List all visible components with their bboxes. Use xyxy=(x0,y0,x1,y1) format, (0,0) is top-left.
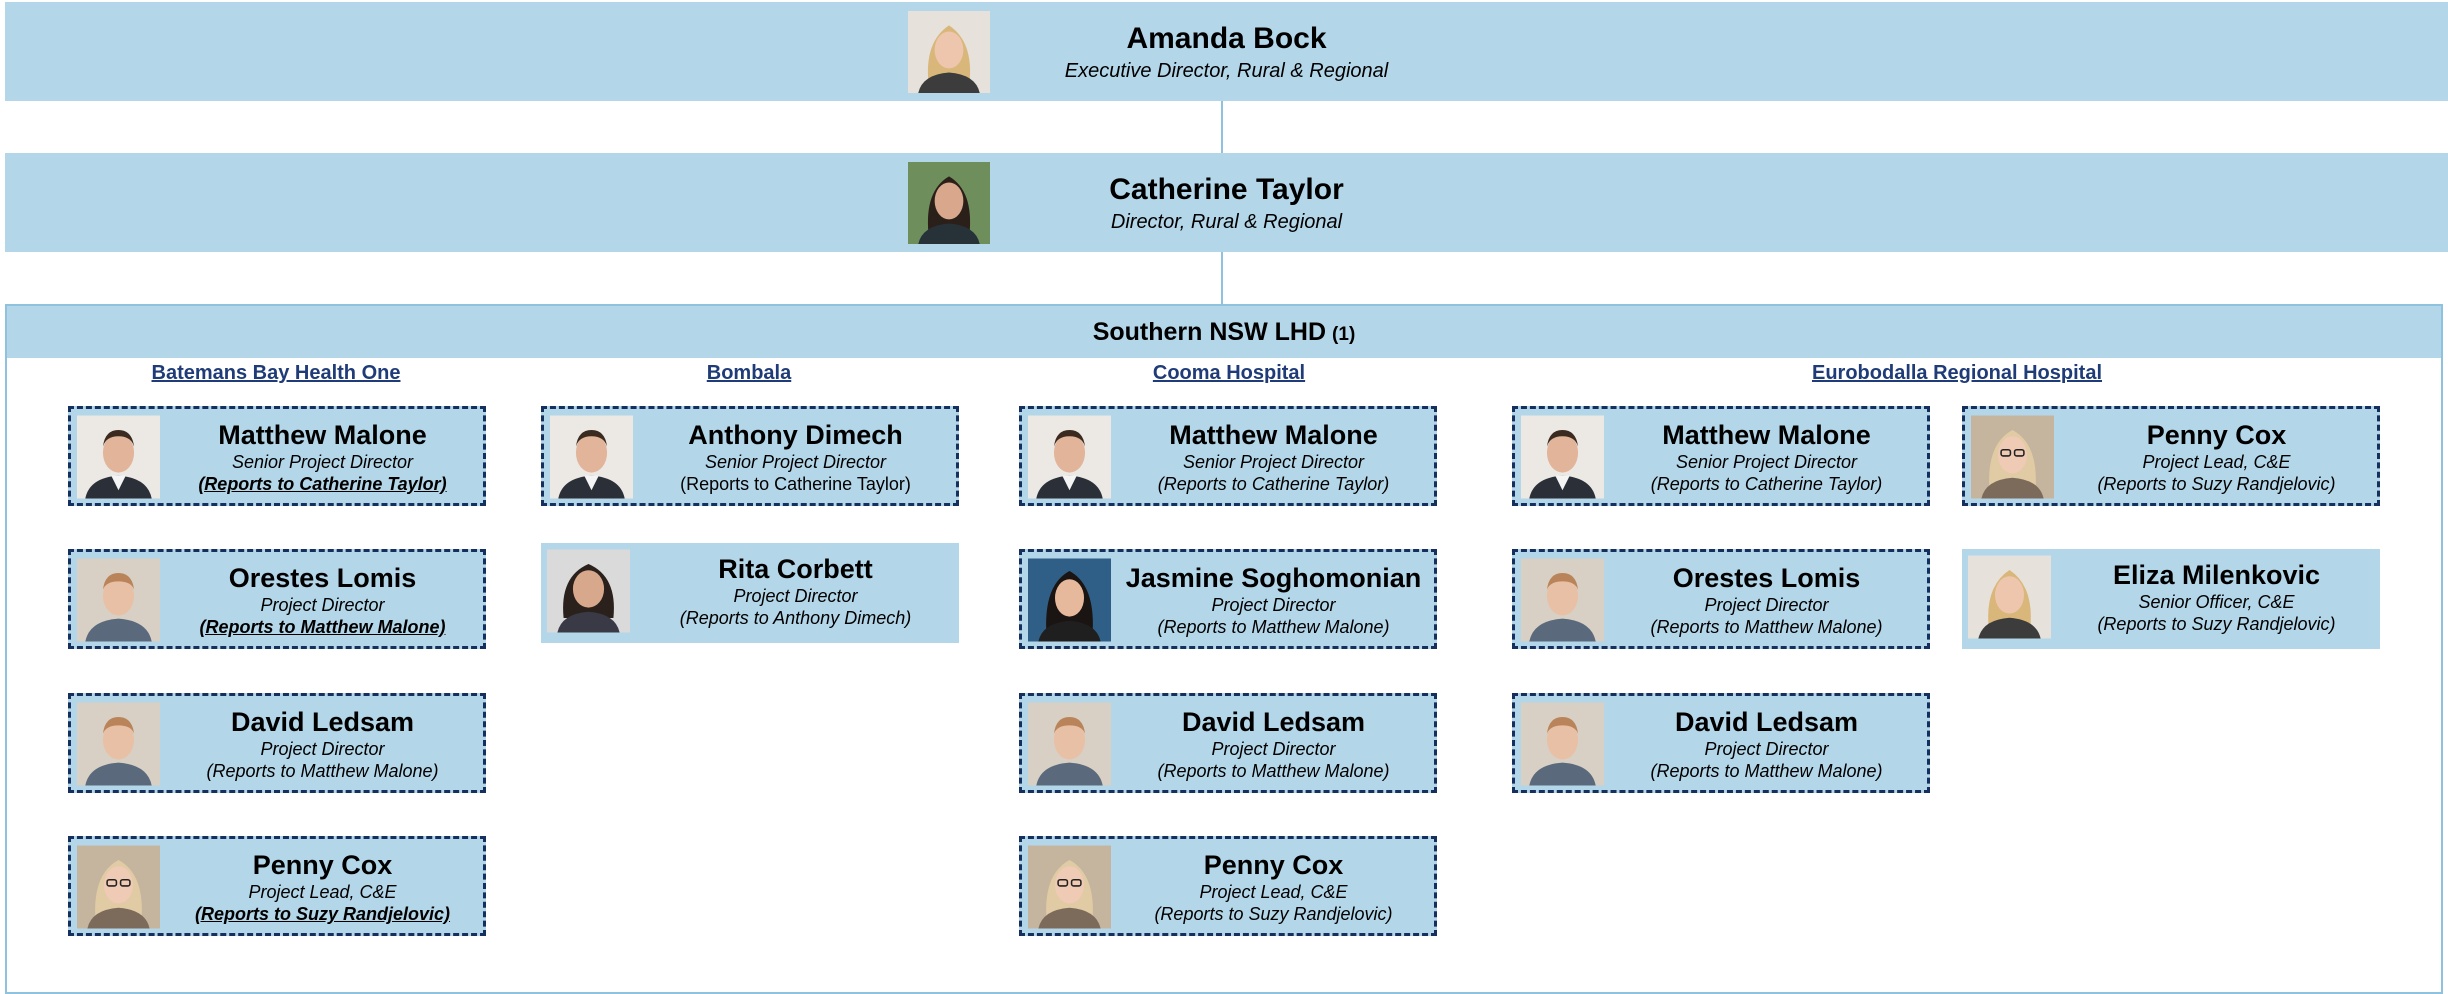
person-name: Penny Cox xyxy=(1203,850,1344,880)
portrait-photo xyxy=(1028,558,1111,642)
portrait-photo xyxy=(77,845,160,929)
column-title-bombala[interactable]: Bombala xyxy=(706,362,792,384)
person-title: Project Director xyxy=(1211,739,1336,759)
portrait-photo xyxy=(77,702,160,786)
person-name: Amanda Bock xyxy=(1126,22,1327,55)
person-title: Project Director xyxy=(1211,595,1336,615)
person-name: Penny Cox xyxy=(2146,420,2287,450)
executive-director-band: Amanda Bock Executive Director, Rural & … xyxy=(5,2,2448,101)
person-title: Project Director xyxy=(1704,595,1829,615)
column-title-batemans-bay[interactable]: Batemans Bay Health One xyxy=(151,362,401,384)
portrait-photo xyxy=(1521,415,1604,499)
person-title: Project Lead, C&E xyxy=(1199,882,1348,902)
reports-to: (Reports to Catherine Taylor) xyxy=(1157,474,1390,494)
person-name: Anthony Dimech xyxy=(688,420,903,450)
person-title: Senior Project Director xyxy=(231,452,414,472)
person-name: Rita Corbett xyxy=(718,554,873,584)
connector-line xyxy=(1221,252,1223,304)
reports-to: (Reports to Suzy Randjelovic) xyxy=(2097,614,2336,634)
person-name: Eliza Milenkovic xyxy=(2112,560,2321,590)
person-title: Senior Project Director xyxy=(1182,452,1365,472)
portrait-photo xyxy=(547,549,630,633)
column-title-eurobodalla[interactable]: Eurobodalla Regional Hospital xyxy=(1811,362,2103,384)
person-title: Project Director xyxy=(260,595,385,615)
reports-to: (Reports to Matthew Malone) xyxy=(1157,617,1390,637)
reports-to: (Reports to Suzy Randjelovic) xyxy=(2097,474,2336,494)
person-title: Project Director xyxy=(1704,739,1829,759)
person-title: Senior Project Director xyxy=(704,452,887,472)
person-name: Orestes Lomis xyxy=(228,563,417,593)
region-southern-nsw-lhd: Southern NSW LHD(1) Batemans Bay Health … xyxy=(5,304,2443,994)
person-title: Project Lead, C&E xyxy=(2142,452,2291,472)
person-name: Penny Cox xyxy=(252,850,393,880)
reports-to: (Reports to Suzy Randjelovic) xyxy=(1154,904,1393,924)
portrait-photo xyxy=(1028,415,1111,499)
portrait-photo xyxy=(1028,845,1111,929)
reports-to: (Reports to Matthew Malone) xyxy=(199,617,446,637)
person-name: Jasmine Soghomonian xyxy=(1125,563,1422,593)
reports-to: (Reports to Matthew Malone) xyxy=(1650,761,1883,781)
region-name: Southern NSW LHD xyxy=(1092,318,1327,346)
reports-to: (Reports to Matthew Malone) xyxy=(1157,761,1390,781)
reports-to: (Reports to Matthew Malone) xyxy=(206,761,439,781)
person-title: Senior Project Director xyxy=(1675,452,1858,472)
reports-to: (Reports to Catherine Taylor) xyxy=(1650,474,1883,494)
person-name: David Ledsam xyxy=(1181,707,1366,737)
portrait-photo xyxy=(1521,702,1604,786)
reports-to: (Reports to Catherine Taylor) xyxy=(198,474,447,494)
connector-line xyxy=(1221,101,1223,153)
reports-to: (Reports to Anthony Dimech) xyxy=(679,608,912,628)
portrait-photo xyxy=(77,415,160,499)
person-name: Matthew Malone xyxy=(1662,420,1871,450)
portrait-photo xyxy=(1028,702,1111,786)
person-name: David Ledsam xyxy=(230,707,415,737)
person-name: Matthew Malone xyxy=(1169,420,1378,450)
reports-to: (Reports to Matthew Malone) xyxy=(1650,617,1883,637)
person-name: Orestes Lomis xyxy=(1672,563,1861,593)
person-name: Matthew Malone xyxy=(218,420,427,450)
person-title: Director, Rural & Regional xyxy=(1110,211,1343,233)
person-name: David Ledsam xyxy=(1674,707,1859,737)
director-band: Catherine Taylor Director, Rural & Regio… xyxy=(5,153,2448,252)
reports-to: (Reports to Catherine Taylor) xyxy=(680,474,911,494)
region-header: Southern NSW LHD(1) xyxy=(7,306,2441,358)
portrait-photo xyxy=(550,415,633,499)
person-title: Executive Director, Rural & Regional xyxy=(1064,60,1389,82)
portrait-photo xyxy=(1971,415,2054,499)
person-title: Project Lead, C&E xyxy=(248,882,397,902)
reports-to: (Reports to Suzy Randjelovic) xyxy=(194,904,451,924)
portrait-photo xyxy=(1968,555,2051,639)
person-title: Senior Officer, C&E xyxy=(2138,592,2295,612)
portrait-photo xyxy=(77,558,160,642)
person-name: Catherine Taylor xyxy=(1109,173,1344,206)
person-title: Project Director xyxy=(260,739,385,759)
portrait-photo xyxy=(1521,558,1604,642)
region-footnote: (1) xyxy=(1332,324,1356,345)
column-title-cooma[interactable]: Cooma Hospital xyxy=(1152,362,1306,384)
person-title: Project Director xyxy=(733,586,858,606)
